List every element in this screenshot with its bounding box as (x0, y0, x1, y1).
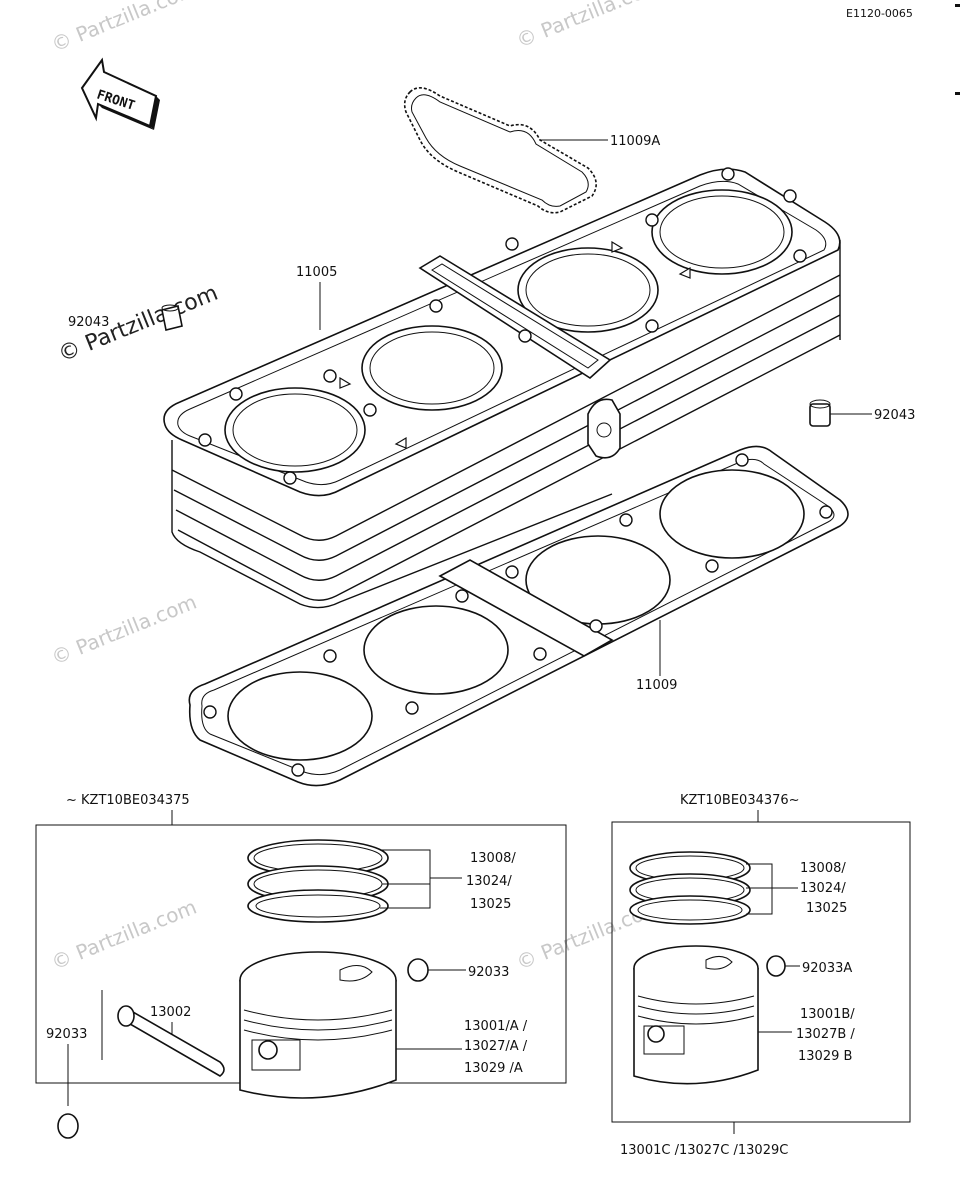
watermark-4: © Partzilla.com (48, 590, 200, 670)
leader-rings-left (380, 849, 462, 909)
label-13008-right: 13008/ (800, 861, 846, 876)
dowel-left (161, 304, 183, 331)
label-92033a: 92033A (802, 961, 852, 976)
box-right-title: KZT10BE034376~ (680, 793, 800, 808)
circlip-92033-a (407, 958, 429, 982)
label-92043-left: 92043 (68, 315, 109, 330)
piston-rings-left (247, 839, 389, 923)
circlip-92033a (766, 955, 786, 977)
watermark-1: © Partzilla.com (48, 0, 200, 57)
dowel-right (809, 399, 831, 427)
box-right (611, 821, 911, 1123)
cylinder-block (163, 167, 841, 609)
label-13001-left: 13001/A / (464, 1019, 528, 1034)
edge-mark-1 (955, 4, 960, 7)
label-13025-left: 13025 (470, 897, 511, 912)
piston-right (633, 945, 759, 1085)
box-left-title: ~ KZT10BE034375 (66, 793, 190, 808)
piston-rings-right (629, 851, 751, 925)
head-cover-gasket (403, 87, 597, 214)
circlip-92033-left (57, 1113, 79, 1139)
label-11005: 11005 (296, 265, 337, 280)
label-13029b: 13029 B (798, 1049, 852, 1064)
piston-pin (117, 1005, 225, 1077)
label-92033-right: 92033 (468, 965, 509, 980)
label-11009a: 11009A (610, 134, 660, 149)
label-13024-right: 13024/ (800, 881, 846, 896)
label-13027b: 13027B / (796, 1027, 855, 1042)
label-13001b: 13001B/ (800, 1007, 855, 1022)
label-13025-right: 13025 (806, 901, 847, 916)
watermark-6: © Partzilla.com (48, 895, 200, 975)
label-13029-left: 13029 /A (464, 1061, 523, 1076)
leader-rings-right (746, 863, 798, 915)
piston-left (239, 951, 397, 1099)
label-13027-left: 13027/A / (464, 1039, 528, 1054)
label-92033-left: 92033 (46, 1027, 87, 1042)
box-right-footer: 13001C /13027C /13029C (620, 1143, 788, 1158)
label-11009: 11009 (636, 678, 677, 693)
label-13024-left: 13024/ (466, 874, 512, 889)
label-92043-right: 92043 (874, 408, 915, 423)
label-13002: 13002 (150, 1005, 191, 1020)
base-gasket (188, 445, 849, 787)
edge-mark-2 (955, 92, 960, 95)
watermark-2: © Partzilla.com (513, 0, 665, 53)
diagram-id: E1120-0065 (846, 7, 913, 20)
label-13008-left: 13008/ (470, 851, 516, 866)
front-arrow-icon: FRONT (80, 57, 160, 130)
